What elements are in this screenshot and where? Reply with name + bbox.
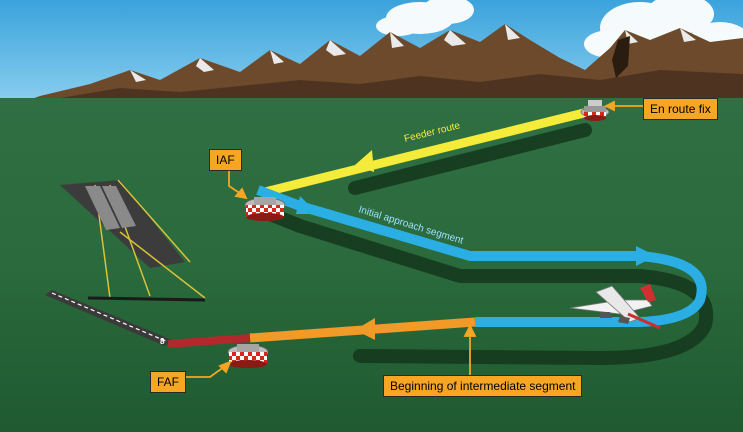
iaf-callout: IAF (209, 149, 242, 171)
en-route-fix-callout: En route fix (643, 98, 718, 120)
en-route-fix-marker (580, 100, 610, 121)
initial-approach-segment (256, 185, 707, 327)
ground (0, 98, 743, 432)
intermediate-segment-callout: Beginning of intermediate segment (383, 375, 583, 397)
taxiway-area (60, 179, 206, 302)
faf-marker (227, 344, 269, 368)
feeder-route (260, 107, 593, 197)
faf-callout: FAF (150, 371, 187, 393)
iaf-marker (244, 197, 286, 221)
callout-leaders (168, 100, 643, 378)
final-segment (167, 334, 251, 348)
intermediate-segment (249, 317, 476, 343)
path-shadow (258, 123, 714, 365)
airplane (569, 284, 661, 330)
runway-number: 8 (160, 337, 165, 346)
runway (45, 290, 172, 346)
